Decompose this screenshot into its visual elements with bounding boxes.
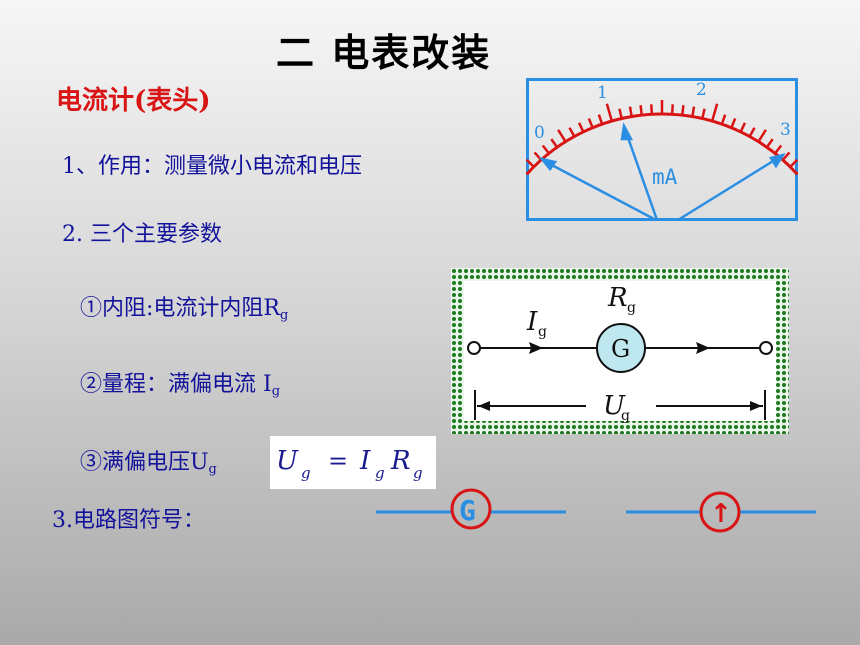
point-function: 1、作用：测量微小电流和电压 [62, 154, 362, 179]
galvanometer-symbol: G [376, 488, 566, 530]
meter-scale [512, 100, 812, 176]
ammeter-illustration: 0 1 2 3 mA [512, 78, 812, 226]
meter-tick-1: 1 [597, 83, 608, 103]
point-symbols: 3.电路图符号： [52, 508, 205, 533]
formula-r-sub: g [413, 464, 423, 482]
meter-tick-mark [628, 106, 633, 117]
meter-unit: mA [652, 165, 678, 189]
meter-tick-mark [650, 104, 654, 115]
meter-tick-mark [533, 151, 543, 161]
formula-u-sub: g [301, 464, 311, 482]
meter-tick-mark [691, 106, 696, 117]
meter-tick-mark [774, 144, 783, 155]
formula-i-sub: g [375, 464, 385, 482]
point-parameters: 2. 三个主要参数 [62, 222, 222, 247]
meter-tick-mark [639, 105, 643, 116]
page-title: 二 电表改装 [276, 31, 492, 75]
formula-i: I [359, 446, 371, 476]
formula-equals: = [328, 447, 348, 475]
param-internal-resistance: ①内阻:电流计内阻Rg [80, 296, 289, 323]
needle-left [545, 160, 657, 222]
circuit-g-label: G [611, 335, 630, 363]
terminal-left [467, 341, 481, 355]
param-full-scale-current: ②量程：满偏电流 Ig [80, 372, 281, 399]
ammeter-symbol: ↑ [626, 491, 816, 533]
formula-box: U g = I g R g [270, 436, 436, 489]
needle-right [677, 156, 779, 222]
meter-scale-arc [525, 112, 799, 176]
meter-tick-mark [550, 138, 559, 149]
circuit-i-sub: g [538, 324, 547, 340]
meter-tick-mark [765, 138, 774, 149]
meter-tick-mark [618, 108, 623, 119]
meter-tick-mark [781, 151, 791, 161]
needle-middle [624, 131, 659, 221]
circuit-symbols: G ↑ [374, 484, 818, 548]
meter-tick-mark [670, 104, 674, 115]
meter-tick-mark [577, 122, 585, 133]
ammeter-symbol-arrow: ↑ [710, 499, 732, 529]
meter-tick-mark [730, 118, 737, 129]
galvanometer-circuit: R g I g G U g [451, 268, 789, 438]
meter-tick-mark [541, 144, 550, 155]
formula-r: R [390, 446, 411, 476]
circuit-u-sub: g [621, 408, 630, 424]
section-subtitle: 电流计(表头) [56, 86, 211, 116]
circuit-r-label: R [607, 283, 628, 313]
meter-tick-mark [710, 103, 719, 122]
meter-tick-mark [701, 108, 706, 119]
meter-tick-mark [748, 127, 756, 138]
meter-tick-mark [757, 129, 767, 143]
meter-tick-2: 2 [696, 80, 707, 100]
meter-tick-mark [557, 129, 567, 143]
meter-tick-mark [587, 118, 594, 129]
meter-tick-mark [789, 158, 799, 168]
meter-tick-mark [568, 127, 576, 138]
param-full-scale-voltage: ③满偏电压Ug [80, 450, 217, 477]
meter-tick-mark [597, 114, 604, 125]
circuit-u-label: U [603, 391, 626, 421]
meter-tick-mark [605, 103, 614, 122]
galvanometer-symbol-letter: G [459, 494, 476, 527]
meter-tick-mark [525, 158, 535, 168]
meter-tick-3: 3 [780, 120, 791, 140]
meter-frame [526, 78, 798, 221]
meter-tick-mark [739, 122, 747, 133]
circuit-i-label: I [526, 307, 538, 337]
formula-u: U [276, 446, 299, 476]
meter-tick-0: 0 [534, 123, 545, 143]
terminal-right [759, 341, 773, 355]
meter-tick-mark [681, 105, 685, 116]
meter-tick-mark [720, 114, 727, 125]
circuit-r-sub: g [627, 300, 636, 316]
